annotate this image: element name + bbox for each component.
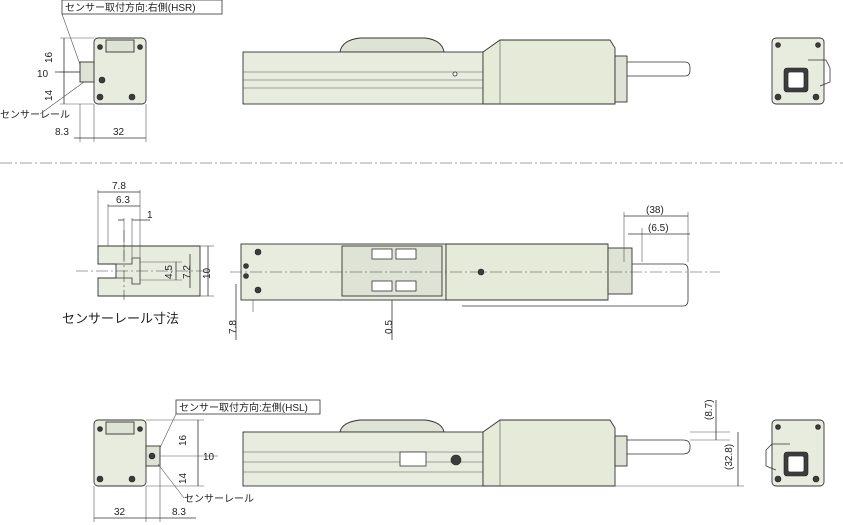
motor-housing xyxy=(482,39,616,105)
dim-10: 10 xyxy=(37,69,49,80)
rail-dim-10: 10 xyxy=(202,267,213,279)
sensor-rail-dims-title: センサーレール寸法 xyxy=(62,311,179,326)
end-view-hsl: センサー取付方向:左側(HSL) 16 10 14 センサーレール 32 8.3 xyxy=(93,399,321,522)
sensor-block xyxy=(399,451,427,467)
mid-dim-0-5: 0.5 xyxy=(384,320,395,334)
mid-dim-7-8: 7.8 xyxy=(228,320,239,334)
dim-16: 16 xyxy=(44,51,55,63)
rail-dim-4-5: 4.5 xyxy=(164,265,175,279)
rail-dim-7-2: 7.2 xyxy=(182,265,193,279)
sensor-rail-label-top: センサーレール xyxy=(0,109,70,121)
sensor-mount-left-label: センサー取付方向:左側(HSL) xyxy=(179,401,308,414)
dim-14: 14 xyxy=(44,89,55,101)
top-cable-cover xyxy=(607,247,633,295)
end-view-hsr: センサー取付方向:右側(HSR) 16 10 14 センサーレール 8.3 32 xyxy=(0,0,223,142)
slider-top xyxy=(339,37,445,53)
end-cap xyxy=(105,39,135,53)
callout-box-left xyxy=(175,399,321,415)
dim-32-8: (32.8) xyxy=(724,444,735,470)
cable-cover xyxy=(614,55,628,103)
mid-dim-6-5: (6.5) xyxy=(648,223,669,234)
actuator-body-b xyxy=(242,431,484,487)
end-view-motor-bottom xyxy=(765,419,825,487)
rail-dim-7-8: 7.8 xyxy=(112,181,126,192)
side-view-bottom: (8.7) (32.8) xyxy=(242,399,744,487)
bottom-dim-8-3: 8.3 xyxy=(172,507,186,518)
bottom-dim-16: 16 xyxy=(178,434,189,446)
dim-32: 32 xyxy=(113,127,125,138)
bottom-dim-10: 10 xyxy=(203,452,215,463)
rail-dim-1: 1 xyxy=(147,210,153,221)
sensor-rail-section: 7.8 6.3 1 4.5 7.2 10 センサーレール寸法 xyxy=(62,181,214,326)
rail-dim-6-3: 6.3 xyxy=(116,195,130,206)
rail-profile xyxy=(97,245,201,297)
sensor-mount-right-label: センサー取付方向:右側(HSR) xyxy=(65,1,196,14)
motor-housing-b xyxy=(482,419,616,487)
dim-8-7: (8.7) xyxy=(704,399,715,420)
sensor-rail-label-bottom: センサーレール xyxy=(184,493,254,505)
actuator-body xyxy=(242,51,484,105)
side-view-top xyxy=(242,37,691,105)
callout-box xyxy=(61,0,223,15)
sensor-rail-right xyxy=(79,61,95,83)
mid-dim-38: (38) xyxy=(646,205,664,216)
top-view: 7.8 0.5 (38) (6.5) xyxy=(228,205,720,340)
bottom-dim-14: 14 xyxy=(178,472,189,484)
bottom-dim-32: 32 xyxy=(114,507,126,518)
dim-8-3: 8.3 xyxy=(55,127,69,138)
end-view-motor-top xyxy=(771,37,831,105)
